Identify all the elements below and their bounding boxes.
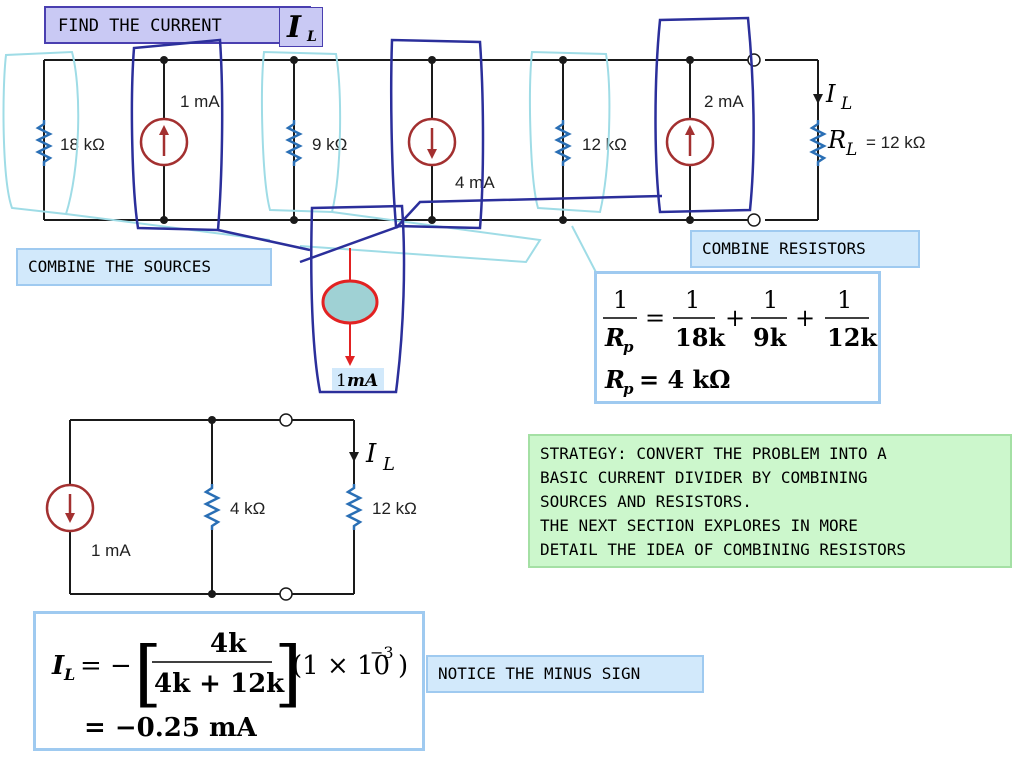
source-annotations bbox=[130, 16, 755, 394]
terminal-top bbox=[747, 53, 761, 67]
il-factor: (1 × 10 bbox=[292, 651, 390, 681]
combine-sources-text: COMBINE THE SOURCES bbox=[28, 257, 212, 276]
rp-equation-box: 1 R p = 1 18k + 1 9k + 1 12k R p = 4 kΩ bbox=[594, 271, 881, 404]
arrow-up-icon bbox=[159, 125, 169, 135]
svg-text:p: p bbox=[623, 380, 634, 398]
rp-t1-num: 1 bbox=[685, 286, 700, 314]
rp-result-lhs: R bbox=[604, 365, 625, 394]
title-box: FIND THE CURRENT bbox=[44, 6, 311, 44]
svg-text:+: + bbox=[725, 304, 745, 332]
current-source-4ma bbox=[407, 117, 457, 167]
resistor-9k bbox=[285, 120, 303, 166]
current-source-1ma bbox=[139, 117, 189, 167]
il-frac-den: 4k + 12k bbox=[154, 669, 285, 699]
rp-t2-num: 1 bbox=[763, 286, 778, 314]
arrow-up-icon-2 bbox=[685, 125, 695, 135]
strategy-line: BASIC CURRENT DIVIDER BY COMBINING bbox=[540, 468, 868, 487]
label-2ma: 2 mA bbox=[704, 92, 744, 111]
label-il-sub: L bbox=[840, 94, 852, 114]
label-4ma: 4 mA bbox=[455, 173, 495, 192]
il-result: = −0.25 mA bbox=[84, 713, 258, 743]
svg-text:p: p bbox=[623, 338, 634, 356]
rp-t1-den: 18k bbox=[675, 323, 726, 352]
label-rl-sub: L bbox=[845, 140, 857, 160]
il-lhs: I bbox=[51, 651, 65, 681]
combine-resistors-label: COMBINE RESISTORS bbox=[690, 230, 920, 268]
current-symbol: I bbox=[287, 10, 302, 45]
strategy-line: DETAIL THE IDEA OF COMBINING RESISTORS bbox=[540, 540, 907, 559]
label-rl-value: = 12 kΩ bbox=[866, 133, 926, 152]
resistor-12k-load bbox=[345, 484, 363, 530]
il-lhs-sub: L bbox=[63, 665, 75, 684]
rp-t2-den: 9k bbox=[753, 323, 788, 352]
terminal-bottom bbox=[747, 213, 761, 227]
bottom-circuit bbox=[69, 419, 355, 595]
il-equation-box: I L = − [ 4k 4k + 12k ] (1 × 10 −3 ) = −… bbox=[33, 611, 425, 751]
label-il-symbol: I bbox=[825, 80, 836, 108]
bottom-source-label: 1 mA bbox=[91, 541, 131, 560]
il-arrow-icon bbox=[813, 94, 823, 104]
rp-lhs-den: R bbox=[604, 323, 625, 352]
strategy-box: STRATEGY: CONVERT THE PROBLEM INTO A BAS… bbox=[528, 434, 1012, 568]
label-12k: 12 kΩ bbox=[582, 135, 627, 154]
notice-text: NOTICE THE MINUS SIGN bbox=[438, 664, 641, 683]
rp-t3-num: 1 bbox=[837, 286, 852, 314]
current-source-bottom bbox=[45, 483, 95, 533]
il-exp: −3 bbox=[370, 643, 394, 662]
combine-resistors-text: COMBINE RESISTORS bbox=[702, 239, 866, 258]
bottom-4k-label: 4 kΩ bbox=[230, 499, 265, 518]
title-current-symbol: I L bbox=[279, 7, 323, 47]
rp-result-rhs: = 4 kΩ bbox=[639, 365, 731, 394]
label-rl-symbol: R bbox=[827, 126, 846, 154]
bottom-il-sub: L bbox=[382, 454, 395, 475]
resistor-12k bbox=[554, 120, 572, 166]
rp-t3-den: 12k bbox=[827, 323, 878, 352]
resistor-rl bbox=[809, 120, 827, 166]
svg-text:+: + bbox=[795, 304, 815, 332]
combine-sources-label: COMBINE THE SOURCES bbox=[16, 248, 272, 286]
resistor-18k bbox=[35, 120, 53, 166]
label-1ma: 1 mA bbox=[180, 92, 220, 111]
label-9k: 9 kΩ bbox=[312, 135, 347, 154]
strategy-line: THE NEXT SECTION EXPLORES IN MORE bbox=[540, 516, 858, 535]
notice-label: NOTICE THE MINUS SIGN bbox=[426, 655, 704, 693]
il-frac-num: 4k bbox=[210, 629, 247, 659]
combined-source bbox=[321, 279, 379, 325]
combined-value: 1 bbox=[336, 371, 347, 391]
bottom-12k-label: 12 kΩ bbox=[372, 499, 417, 518]
il-factor-close: ) bbox=[398, 651, 408, 681]
svg-text:[: [ bbox=[134, 631, 162, 715]
strategy-line: STRATEGY: CONVERT THE PROBLEM INTO A bbox=[540, 444, 887, 463]
rp-lhs-num: 1 bbox=[613, 286, 628, 314]
svg-text:=: = bbox=[645, 304, 665, 332]
arrow-down-icon-bottom bbox=[65, 513, 75, 523]
current-source-2ma bbox=[665, 117, 715, 167]
combined-unit: mA bbox=[347, 371, 378, 391]
current-subscript: L bbox=[307, 29, 317, 45]
combined-arrow-icon bbox=[345, 356, 355, 366]
arrow-down-icon bbox=[427, 149, 437, 159]
bottom-il-symbol: I bbox=[365, 439, 377, 469]
title-text: FIND THE CURRENT bbox=[58, 16, 222, 36]
il-eq-minus: = − bbox=[80, 651, 132, 681]
il-arrow-icon-bottom bbox=[349, 452, 359, 462]
label-18k: 18 kΩ bbox=[60, 135, 105, 154]
strategy-line: SOURCES AND RESISTORS. bbox=[540, 492, 752, 511]
resistor-4k bbox=[203, 484, 221, 530]
svg-text:]: ] bbox=[274, 631, 302, 715]
resistor-annotations bbox=[2, 50, 611, 281]
